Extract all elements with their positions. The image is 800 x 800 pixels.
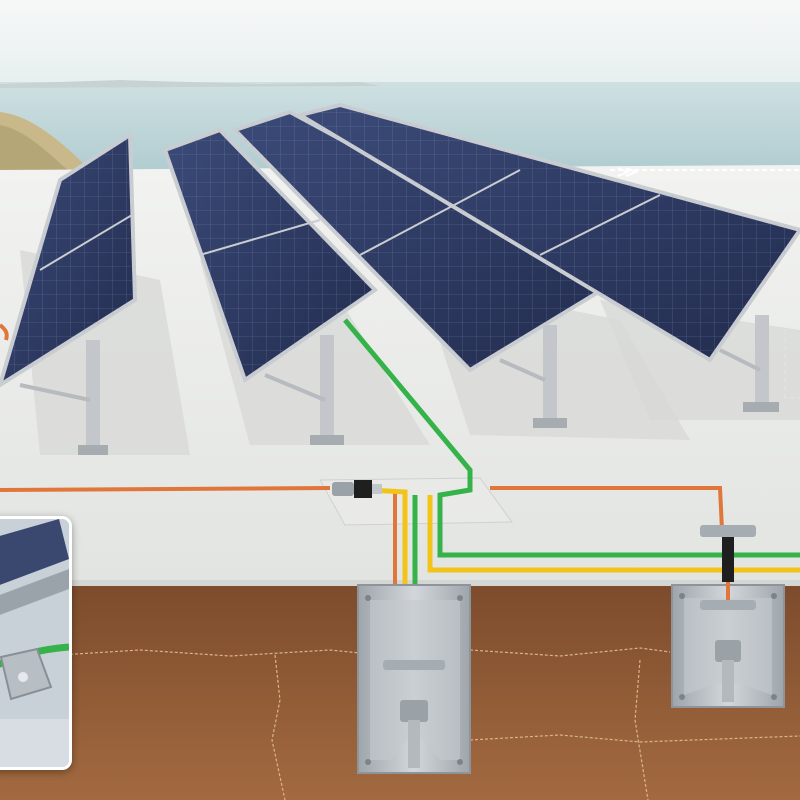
green-ground-cable — [343, 318, 800, 558]
soil-crack-3 — [271, 654, 286, 800]
cable-clamp-icon — [700, 600, 756, 610]
junction-connector — [332, 480, 382, 498]
arrow-indicator — [617, 167, 639, 177]
distant-coast — [0, 80, 380, 88]
ground-rod-clamp-icon — [715, 640, 741, 662]
copper-ground-cable — [0, 323, 724, 531]
panel-divider — [199, 219, 321, 256]
ground-rod-clamp-icon — [400, 700, 428, 722]
ground-rod-icon — [408, 720, 420, 768]
ground-rod-icon — [722, 660, 734, 702]
solar-panel-row-3 — [231, 109, 690, 440]
solar-panel-row-4 — [294, 102, 800, 420]
panel-divider — [39, 214, 133, 271]
soil-crack-1 — [59, 649, 361, 657]
coastal-hill-shade — [0, 125, 70, 175]
ground-pit-1 — [357, 584, 471, 774]
solar-panel-row-1 — [0, 131, 190, 455]
soil-crack-4 — [634, 659, 649, 800]
solar-panel-row-2 — [162, 127, 430, 445]
panel-divider — [539, 194, 661, 256]
ground-pit-2 — [671, 584, 785, 708]
detail-inset — [0, 516, 72, 770]
cable-clamp-icon — [383, 660, 445, 670]
soil-crack-5 — [469, 734, 800, 743]
inset-panel-icon — [0, 519, 69, 585]
pit-2-connector — [700, 525, 756, 600]
sky — [0, 0, 800, 90]
panel-divider — [359, 169, 521, 256]
soil-crack-2 — [469, 647, 671, 657]
